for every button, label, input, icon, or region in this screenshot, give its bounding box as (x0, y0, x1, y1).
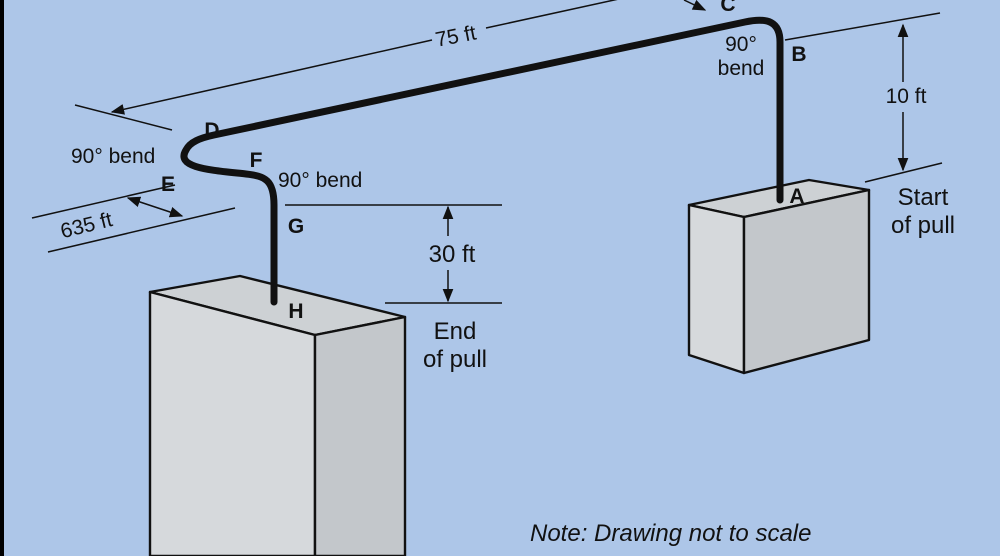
point-f-label: F (250, 149, 263, 172)
start-box-front (687, 203, 746, 375)
left-frame-border (0, 0, 4, 556)
dimension-10ft-label: 10 ft (886, 85, 927, 108)
start-of-pull-line2: of pull (891, 212, 955, 239)
bend-f-label: 90° bend (278, 169, 362, 192)
point-a-label: A (789, 185, 804, 208)
bend-d-label: 90° bend (71, 145, 155, 168)
conduit-run (180, 16, 784, 306)
point-d-label: D (204, 119, 219, 142)
bend-c-degree-label: 90° (725, 33, 757, 56)
end-of-pull-line2: of pull (423, 346, 487, 373)
dimension-30ft: 30 ft (285, 204, 502, 304)
start-of-pull-line1: Start (898, 184, 949, 211)
point-c-label: C (720, 0, 735, 16)
dimension-75ft-label: 75 ft (434, 21, 479, 51)
point-g-label: G (288, 215, 304, 238)
bend-c-word-label: bend (718, 57, 765, 80)
dimension-635ft: 635 ft (31, 184, 236, 253)
dimension-10ft: 10 ft (784, 12, 943, 183)
dimension-75ft: 75 ft (74, 0, 707, 131)
end-box-side (313, 315, 407, 556)
point-b-label: B (791, 43, 806, 66)
dimension-30ft-label: 30 ft (429, 241, 476, 268)
start-box-side (742, 188, 871, 375)
point-e-label: E (161, 173, 175, 196)
end-box-front (148, 290, 317, 556)
end-pull-box (148, 274, 407, 556)
point-h-label: H (288, 300, 303, 323)
start-pull-box (687, 178, 871, 375)
end-of-pull-line1: End (434, 318, 477, 345)
scale-note: Note: Drawing not to scale (530, 520, 811, 547)
